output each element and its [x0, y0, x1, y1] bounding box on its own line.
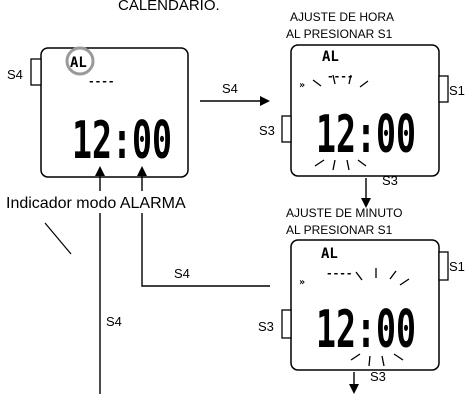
s1-label-3: S1: [449, 259, 465, 274]
watch-display-1: AL ---- 12:00: [30, 46, 189, 178]
indicator-label-backdrop: [4, 191, 262, 213]
s1-button-2[interactable]: [438, 75, 449, 103]
watch-3-mode-text: AL: [321, 246, 338, 262]
watch-3-heading-line2: AL PRESIONAR S1: [286, 223, 393, 237]
s3-label-2: S3: [259, 123, 275, 138]
watch-1-body: [40, 47, 189, 178]
minute-flash-marks-bottom: [350, 353, 404, 367]
top-caption: CALENDARIO.: [118, 0, 220, 14]
s4-label-arrow-4: S4: [174, 266, 190, 281]
watch-3-dashes: ----: [326, 267, 353, 280]
s3-button-3[interactable]: [281, 309, 292, 339]
watch-2-small-icon: »: [299, 80, 305, 91]
s4-button-1[interactable]: [30, 58, 42, 86]
watch-3-heading-line1: AJUSTE DE MINUTO: [286, 206, 402, 220]
s4-label-arrow-5: S4: [106, 314, 122, 329]
s3-label-3: S3: [258, 319, 274, 334]
s1-button-3[interactable]: [438, 251, 449, 281]
watch-display-3: AL » ---- 12:00: [281, 239, 449, 371]
s3-label-arrow-2: S3: [382, 173, 398, 188]
watch-1-dashes: ----: [88, 75, 115, 88]
watch-2-mode-text: AL: [322, 49, 339, 65]
watch-3-body: [290, 239, 440, 371]
indicator-mode-alarm-label: Indicador modo ALARMA: [6, 195, 186, 212]
hour-flash-marks-top: [312, 74, 369, 88]
minute-flash-marks-top: [355, 268, 410, 286]
s4-label-1: S4: [7, 67, 23, 82]
hour-flash-marks-bottom: [314, 159, 367, 171]
watch-display-2: AL » ---- 12:00: [281, 44, 449, 177]
arrow-watch3-to-watch1: [137, 166, 270, 287]
watch-3-small-icon: »: [299, 277, 305, 288]
s3-button-2[interactable]: [281, 115, 292, 143]
s3-label-arrow-3: S3: [370, 369, 386, 384]
indicator-pointer-line: [44, 222, 72, 255]
watch-1-mode-text: AL: [70, 55, 87, 71]
watch-2-heading-line1: AJUSTE DE HORA: [290, 10, 394, 24]
watch-2-body: [290, 44, 440, 177]
s4-label-arrow-1: S4: [222, 81, 238, 96]
watch-1-time: 12:00: [72, 111, 172, 171]
s1-label-2: S1: [449, 83, 465, 98]
watch-2-heading-line2: AL PRESIONAR S1: [286, 27, 393, 41]
watch-3-time: 12:00: [316, 300, 416, 360]
alarm-indicator-highlight-circle: [65, 46, 95, 76]
watch-2-time: 12:00: [316, 105, 416, 165]
